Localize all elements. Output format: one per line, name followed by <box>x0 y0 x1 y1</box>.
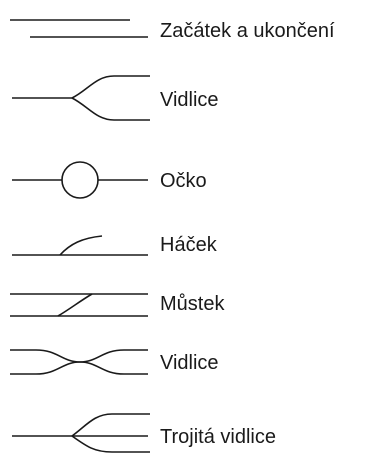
legend-label: Vidlice <box>160 352 219 374</box>
legend-row-ocko: Očko <box>12 161 207 199</box>
legend-label: Vidlice <box>160 89 219 111</box>
legend-row-vidlice-krizena: Vidlice <box>10 349 219 375</box>
start-end-symbol-icon <box>10 19 148 38</box>
legend-label: Trojitá vidlice <box>160 426 276 448</box>
legend-row-zacatek-ukonceni: Začátek a ukončení <box>10 19 335 42</box>
eye-loop-symbol-icon <box>12 161 148 199</box>
legend-label: Očko <box>160 170 207 192</box>
bridge-symbol-icon <box>10 293 148 317</box>
legend-row-trojita-vidlice: Trojitá vidlice <box>12 413 276 453</box>
triple-fork-symbol-icon <box>12 413 150 453</box>
legend-row-vidlice: Vidlice <box>12 75 219 121</box>
fork-symbol-icon <box>12 75 150 121</box>
legend-row-mustek: Můstek <box>10 293 225 317</box>
crossed-fork-symbol-icon <box>10 349 148 375</box>
hook-symbol-icon <box>12 235 148 256</box>
legend-label: Můstek <box>160 293 225 315</box>
legend-label: Háček <box>160 234 218 256</box>
legend-row-hacek: Háček <box>12 234 218 256</box>
legend-label: Začátek a ukončení <box>160 20 335 42</box>
